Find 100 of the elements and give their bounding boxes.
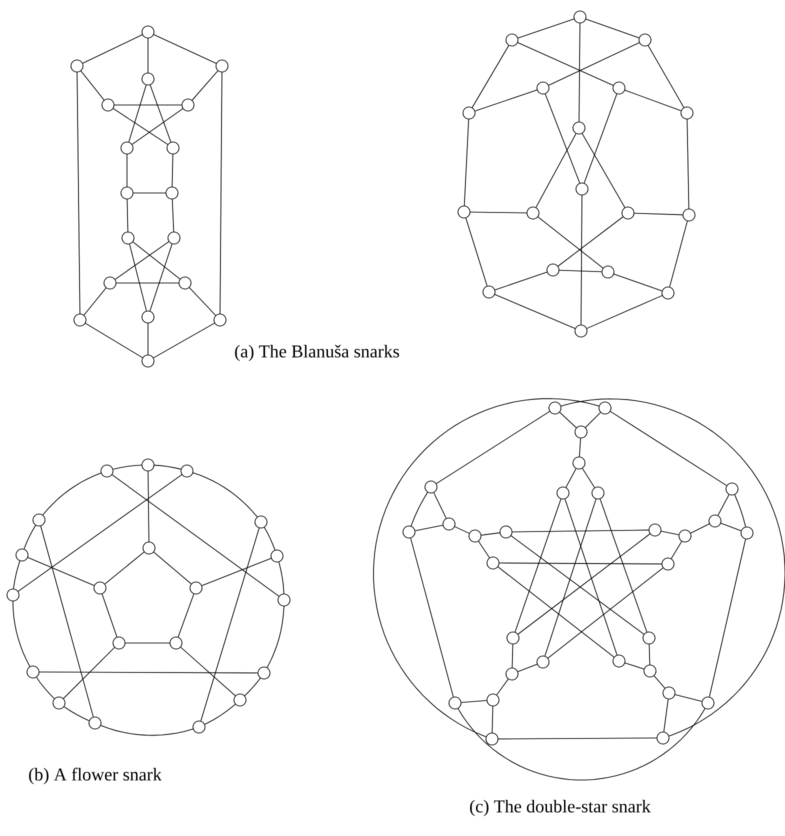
edge-line bbox=[112, 474, 280, 597]
vertex-circle bbox=[258, 666, 270, 680]
edge-arc bbox=[244, 678, 261, 696]
edge-line bbox=[153, 34, 217, 64]
edge-line bbox=[436, 411, 550, 484]
edge-line bbox=[566, 468, 576, 488]
edge-line bbox=[654, 675, 666, 689]
vertex-circle bbox=[120, 142, 134, 154]
vertex-circle bbox=[178, 276, 192, 290]
vertex-circle bbox=[574, 10, 586, 24]
vertex-circle bbox=[442, 518, 456, 530]
edge-line bbox=[517, 42, 614, 86]
edge-line bbox=[114, 104, 182, 106]
edge-line bbox=[492, 706, 494, 733]
vertex-circle bbox=[506, 668, 518, 680]
vertex-circle bbox=[592, 486, 604, 500]
edge-arc bbox=[410, 492, 428, 526]
edge-line bbox=[82, 34, 143, 64]
edge-line bbox=[498, 738, 657, 740]
edge-line bbox=[559, 412, 577, 428]
edge-line bbox=[474, 90, 538, 112]
vertex-circle bbox=[120, 186, 134, 200]
vertex-circle bbox=[180, 464, 194, 478]
edge-arc bbox=[36, 676, 55, 700]
edge-arc bbox=[264, 526, 276, 550]
edge-line bbox=[674, 694, 702, 702]
vertex-circle bbox=[278, 594, 290, 606]
edge-line bbox=[499, 562, 662, 564]
edge-line bbox=[464, 119, 470, 206]
edge-line bbox=[172, 154, 174, 187]
edge-arc bbox=[112, 464, 142, 470]
edge-line bbox=[63, 647, 115, 699]
edge-line bbox=[200, 528, 260, 722]
edge-line bbox=[478, 540, 490, 558]
edge-line bbox=[126, 199, 128, 232]
vertex-circle bbox=[142, 310, 154, 324]
vertex-circle bbox=[74, 314, 86, 326]
vertex-circle bbox=[424, 480, 438, 494]
edge-line bbox=[153, 322, 215, 358]
edge-line bbox=[624, 662, 644, 670]
vertex-circle bbox=[216, 60, 228, 72]
edge-line bbox=[148, 471, 150, 542]
vertex-circle bbox=[486, 694, 500, 706]
vertex-circle bbox=[142, 26, 154, 38]
edge-line bbox=[172, 199, 174, 232]
vertex-circle bbox=[612, 654, 626, 668]
vertex-circle bbox=[190, 582, 202, 594]
edge-line bbox=[178, 594, 194, 638]
edge-line bbox=[718, 494, 730, 516]
vertex-circle bbox=[708, 514, 722, 528]
vertex-circle bbox=[486, 556, 500, 570]
edge-line bbox=[600, 498, 648, 632]
edge-line bbox=[512, 644, 514, 668]
edge-line bbox=[518, 18, 574, 38]
edge-line bbox=[663, 698, 669, 732]
vertex-circle bbox=[168, 232, 180, 244]
edge-line bbox=[518, 664, 538, 672]
caption: (b) A flower snark bbox=[29, 768, 162, 784]
edge-line bbox=[579, 438, 581, 457]
edge-line bbox=[84, 288, 106, 316]
edge-line bbox=[132, 108, 184, 145]
vertex-circle bbox=[680, 106, 694, 120]
edge-line bbox=[558, 216, 624, 267]
vertex-circle bbox=[486, 732, 498, 746]
edge-line bbox=[690, 523, 710, 534]
vertex-circle bbox=[526, 206, 540, 220]
vertex-circle bbox=[678, 530, 692, 542]
edge-arc bbox=[278, 562, 284, 594]
vertex-circle bbox=[506, 632, 520, 644]
vertex-circle bbox=[112, 636, 126, 650]
edge-line bbox=[498, 566, 614, 658]
edge-line bbox=[582, 468, 595, 488]
edge-line bbox=[128, 84, 147, 142]
caption: (c) The double-star snark bbox=[470, 800, 651, 816]
vertex-circle bbox=[482, 286, 496, 298]
vertex-circle bbox=[448, 696, 462, 710]
vertex-circle bbox=[254, 516, 268, 528]
edge-line bbox=[648, 45, 684, 108]
edge-line bbox=[133, 192, 166, 194]
edge-line bbox=[538, 216, 604, 268]
vertex-circle bbox=[642, 632, 656, 644]
edge-line bbox=[40, 526, 94, 718]
edge-line bbox=[192, 70, 218, 101]
edge-line bbox=[150, 84, 172, 142]
edge-arc bbox=[64, 706, 90, 722]
edge-arc bbox=[13, 560, 20, 590]
vertex-circle bbox=[142, 458, 154, 472]
edge-arc bbox=[192, 472, 258, 518]
vertex-circle bbox=[656, 732, 670, 744]
edge-line bbox=[114, 241, 170, 280]
edge-line bbox=[586, 295, 663, 329]
edge-line bbox=[686, 119, 690, 209]
edge-line bbox=[536, 133, 576, 208]
edge-line bbox=[648, 644, 650, 665]
vertex-circle bbox=[740, 526, 754, 540]
edge-line bbox=[544, 498, 596, 656]
vertex-circle bbox=[70, 60, 84, 72]
edge-line bbox=[494, 272, 548, 290]
vertex-circle bbox=[602, 266, 614, 278]
vertex-circle bbox=[612, 82, 626, 94]
